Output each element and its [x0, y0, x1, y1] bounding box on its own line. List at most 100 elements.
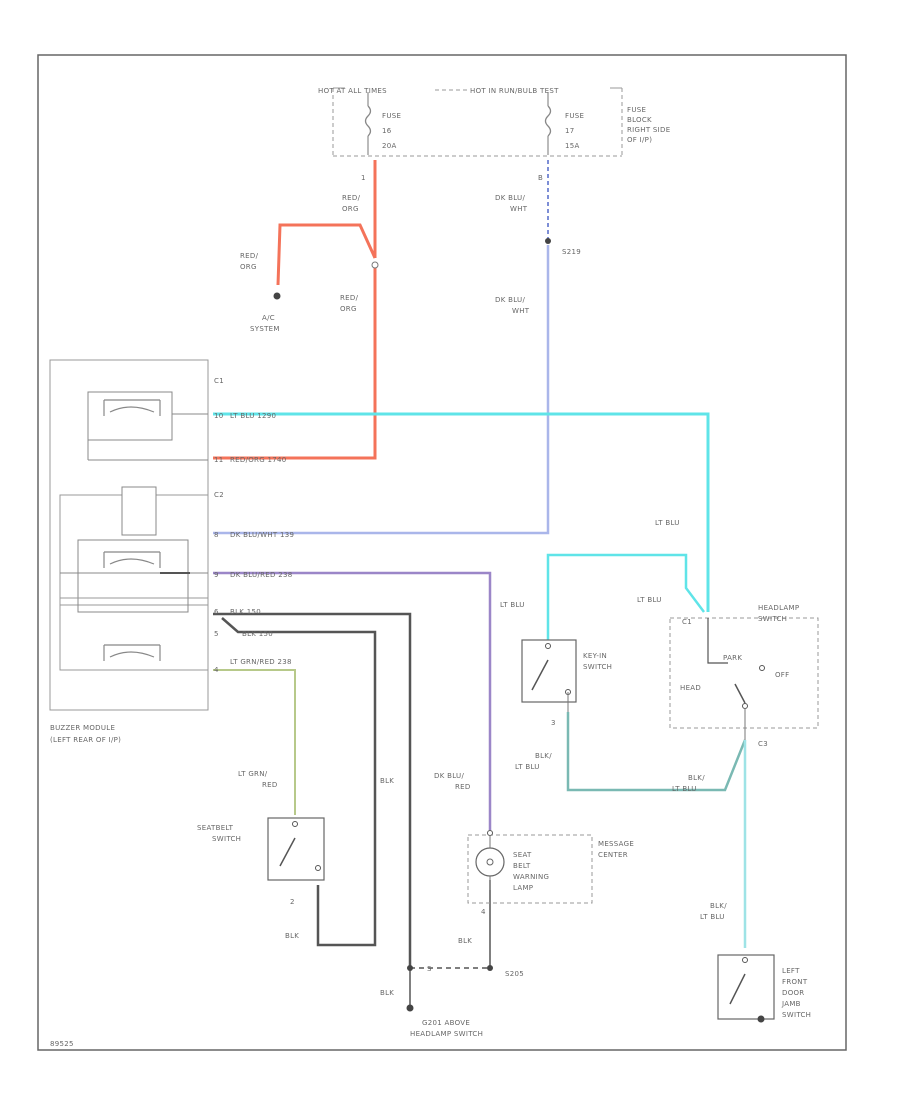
headlamp-switch: C1 HEADLAMP SWITCH PARK HEAD OFF	[669, 604, 819, 740]
fuse-block-label-3: RIGHT SIDE	[627, 126, 670, 134]
pin-1-label: 1	[361, 174, 366, 182]
buzzer-pin-11-label: RED/ORG 1740	[230, 456, 286, 464]
ac-system-terminal	[273, 292, 281, 300]
wire-red-org-mid-2: ORG	[340, 305, 357, 313]
buzzer-pin-5-label: BLK 150	[242, 630, 273, 638]
buzzer-pin-8-label: DK BLU/WHT 139	[230, 531, 294, 539]
wire-lt-grn-red-1: LT GRN/	[238, 770, 268, 778]
seat-belt-lamp-label-1: SEAT	[513, 851, 532, 859]
headlamp-park-label: PARK	[723, 654, 742, 662]
lt-blu-circuit: LT BLU LT BLU LT BLU	[213, 412, 710, 640]
hot-in-run-label: HOT IN RUN/BULB TEST	[470, 87, 559, 95]
fuse-16-rating: 20A	[382, 142, 397, 150]
dk-blu-red-circuit: DK BLU/ RED	[213, 571, 492, 830]
fuse-block: HOT AT ALL TIMES HOT IN RUN/BULB TEST FU…	[318, 87, 670, 157]
buzzer-module-label-2: (LEFT REAR OF I/P)	[50, 736, 121, 744]
wire-lt-blu-upper: LT BLU	[655, 519, 680, 527]
wire-dk-blu-red-1: DK BLU/	[434, 772, 464, 780]
message-center: SEAT BELT WARNING LAMP MESSAGE CENTER 4	[467, 830, 634, 916]
wire-dk-blu-wht-mid-1: DK BLU/	[495, 296, 525, 304]
seat-belt-warning-lamp-bulb	[475, 847, 505, 877]
fuse-17-rating: 15A	[565, 142, 580, 150]
door-switch-label-2: FRONT	[782, 978, 808, 986]
diagram-id: 89525	[50, 1040, 74, 1048]
conn-c1-label: C1	[214, 377, 224, 385]
wire-red-org-top-2: ORG	[342, 205, 359, 213]
buzzer-pin-6-label: BLK 150	[230, 608, 261, 616]
wire-dk-blu-wht-mid-2: WHT	[512, 307, 530, 315]
fuse-block-label-1: FUSE	[627, 106, 646, 114]
wire-blk-lt-blu-hl-1: BLK/	[688, 774, 705, 782]
headlamp-head-label: HEAD	[680, 684, 701, 692]
red-org-circuit: RED/ ORG RED/ ORG RED/ ORG 1 A/C SYSTEM	[213, 160, 379, 460]
wire-red-org-ac-2: ORG	[240, 263, 257, 271]
dk-blu-wht-circuit: B DK BLU/ WHT S219 DK BLU/ WHT	[213, 160, 581, 535]
door-switch-label-3: DOOR	[782, 989, 804, 997]
ground-label-1: G201 ABOVE	[422, 1019, 470, 1027]
wire-lt-blu-hl: LT BLU	[637, 596, 662, 604]
ac-system-label-1: A/C	[262, 314, 275, 322]
fuse-17-symbol	[544, 105, 552, 137]
seat-belt-lamp-label-4: LAMP	[513, 884, 533, 892]
headlamp-switch-label-2: SWITCH	[758, 615, 787, 623]
seatbelt-switch-label-1: SEATBELT	[197, 824, 234, 832]
door-switch-ground-dot	[757, 1015, 765, 1023]
buzzer-pin-9: 9	[214, 571, 219, 579]
buzzer-pin-4-label: LT GRN/RED 238	[230, 658, 292, 666]
wire-blk-lt-blu-keyin-1: BLK/	[535, 752, 552, 760]
door-jamb-switch: LEFT FRONT DOOR JAMB SWITCH	[717, 954, 811, 1023]
seat-belt-lamp-label-3: WARNING	[513, 873, 549, 881]
headlamp-off-label: OFF	[775, 671, 789, 679]
ground-g201-dot	[406, 1004, 414, 1012]
buzzer-pin-4: 4	[214, 666, 219, 674]
buzzer-pin-10-label: LT BLU 1290	[230, 412, 276, 420]
fuse-block-label-2: BLOCK	[627, 116, 652, 124]
wire-dk-blu-wht-top-2: WHT	[510, 205, 528, 213]
headlamp-switch-label-1: HEADLAMP	[758, 604, 799, 612]
buzzer-module-label-1: BUZZER MODULE	[50, 724, 115, 732]
fuse-17-number: 17	[565, 127, 575, 135]
ac-system-label-2: SYSTEM	[250, 325, 280, 333]
blk-circuits: BLK BLK BLK BLK S S205 G201 ABOVE HEADLA…	[213, 612, 524, 1038]
pin-4-label: 4	[481, 908, 486, 916]
wire-grn-s: S	[427, 965, 432, 973]
wire-blk-lt-blu-door-2: LT BLU	[700, 913, 725, 921]
buzzer-pin-9-label: DK BLU/RED 238	[230, 571, 293, 579]
wire-red-org-ac-1: RED/	[240, 252, 259, 260]
pin-2-label: 2	[290, 898, 295, 906]
wire-dk-blu-wht-top-1: DK BLU/	[495, 194, 525, 202]
key-in-switch-label-1: KEY-IN	[583, 652, 607, 660]
ground-label-2: HEADLAMP SWITCH	[410, 1030, 483, 1038]
wire-lt-blu-keyin: LT BLU	[500, 601, 525, 609]
wire-pin-b: B	[538, 174, 543, 182]
buzzer-pin-10: 10	[214, 412, 224, 420]
wire-blk-vertical: BLK	[380, 777, 394, 785]
buzzer-pin-11: 11	[214, 456, 224, 464]
wire-blk-ground: BLK	[380, 989, 394, 997]
wire-blk-lt-blu-hl-2: LT BLU	[672, 785, 697, 793]
fuse-block-label-4: OF I/P)	[627, 136, 652, 144]
wire-dk-blu-red-2: RED	[455, 783, 471, 791]
wire-blk-lt-blu-keyin-2: LT BLU	[515, 763, 540, 771]
fuse-16-number: 16	[382, 127, 392, 135]
wire-blk-lamp: BLK	[458, 937, 472, 945]
seatbelt-switch: 2 SEATBELT SWITCH	[197, 817, 325, 906]
lt-grn-red-circuit: LT GRN/ RED	[213, 669, 296, 815]
diagram-frame	[37, 54, 847, 1051]
conn-c2-label: C2	[214, 491, 224, 499]
door-switch-label-1: LEFT	[782, 967, 800, 975]
key-in-switch: KEY-IN SWITCH	[521, 639, 612, 712]
buzzer-module: C1 C2 10 LT BLU 1290 11 RED/ORG 1740 8 D…	[49, 359, 294, 744]
buzzer-pin-8: 8	[214, 531, 219, 539]
wire-red-org-top-1: RED/	[342, 194, 361, 202]
buzzer-pin-6: 6	[214, 608, 219, 616]
pin-c3-label: C3	[758, 740, 768, 748]
fuse-16-label: FUSE	[382, 112, 401, 120]
blk-lt-blu-circuit: 3 BLK/ LT BLU BLK/ LT BLU BLK/ LT BLU C3	[515, 712, 768, 948]
splice-s219-dot	[545, 238, 551, 244]
fuse-16-symbol	[364, 105, 372, 137]
pin-3-label: 3	[551, 719, 556, 727]
splice-s205-label: S205	[505, 970, 524, 978]
wire-lt-grn-red-2: RED	[262, 781, 278, 789]
